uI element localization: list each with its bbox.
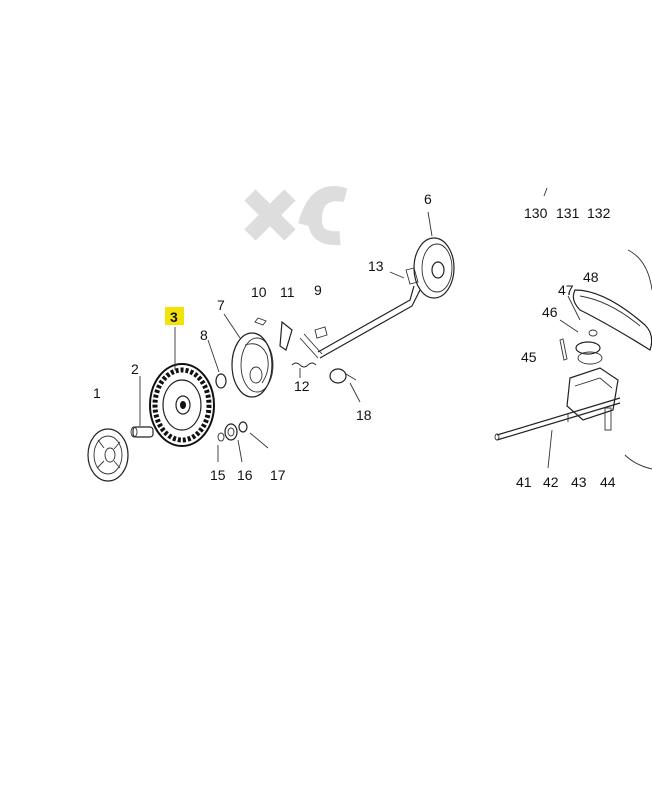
drive-shaft-part-13 — [317, 267, 421, 359]
label-part-12[interactable]: 12 — [294, 378, 310, 394]
label-part-43[interactable]: 43 — [571, 474, 587, 490]
label-part-11[interactable]: 11 — [280, 284, 295, 300]
label-part-131[interactable]: 131 — [556, 205, 580, 221]
label-part-130[interactable]: 130 — [524, 205, 548, 221]
label-part-8[interactable]: 8 — [200, 327, 208, 343]
label-part-132[interactable]: 132 — [587, 205, 611, 221]
label-part-2[interactable]: 2 — [131, 361, 139, 377]
part-labels: 1 2 3 6 7 8 10 11 9 13 12 18 15 16 17 13… — [93, 191, 616, 490]
label-part-13[interactable]: 13 — [368, 258, 384, 274]
label-part-9[interactable]: 9 — [314, 282, 322, 298]
washer-part-8 — [207, 339, 227, 389]
highlight-box-part-3 — [165, 307, 184, 325]
hub-cap-part-1 — [87, 428, 129, 482]
axle-bolt-part-2 — [130, 376, 154, 438]
wheel-cover-part-6 — [413, 211, 455, 299]
label-part-1[interactable]: 1 — [93, 385, 101, 401]
label-part-17[interactable]: 17 — [270, 467, 286, 483]
label-part-3[interactable]: 3 — [170, 309, 178, 325]
label-part-45[interactable]: 45 — [521, 349, 537, 365]
gear-cover-part-7 — [223, 313, 274, 398]
spring-part-12 — [291, 362, 317, 378]
wheel-part-3 — [149, 327, 215, 447]
label-part-7[interactable]: 7 — [217, 297, 225, 313]
label-part-10[interactable]: 10 — [251, 284, 267, 300]
pivot-part-18 — [329, 368, 361, 403]
label-part-15[interactable]: 15 — [210, 467, 226, 483]
label-part-42[interactable]: 42 — [543, 474, 559, 490]
label-part-47[interactable]: 47 — [558, 282, 574, 298]
gearbox-assembly-parts-41-48 — [494, 187, 652, 470]
washers-parts-15-17 — [217, 421, 269, 463]
clips-parts-9-11 — [254, 317, 328, 359]
label-part-6[interactable]: 6 — [424, 191, 432, 207]
label-part-41[interactable]: 41 — [516, 474, 532, 490]
label-part-16[interactable]: 16 — [237, 467, 253, 483]
watermark — [244, 186, 348, 246]
label-part-48[interactable]: 48 — [583, 269, 599, 285]
label-part-46[interactable]: 46 — [542, 304, 558, 320]
label-part-18[interactable]: 18 — [356, 407, 372, 423]
label-part-44[interactable]: 44 — [600, 474, 616, 490]
